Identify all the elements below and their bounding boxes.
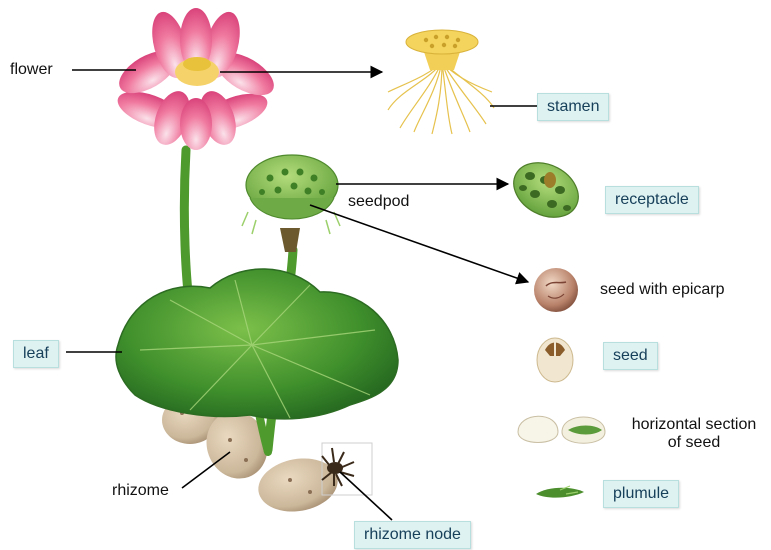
stamen-illustration bbox=[388, 30, 494, 134]
rhizome-node-leader bbox=[340, 472, 392, 520]
seed-illustration bbox=[537, 338, 573, 382]
flower-label: flower bbox=[10, 61, 53, 79]
receptacle-illustration bbox=[504, 152, 588, 228]
seedpod-label: seedpod bbox=[348, 193, 409, 211]
seedpod-illustration bbox=[242, 155, 340, 252]
flower-illustration bbox=[112, 8, 280, 150]
seed-epicarp-arrow bbox=[310, 205, 528, 282]
plumule-label: plumule bbox=[603, 480, 679, 508]
receptacle-label: receptacle bbox=[605, 186, 699, 214]
plumule-illustration bbox=[536, 486, 584, 498]
horizontal-section-label-line1: horizontal section bbox=[626, 416, 762, 434]
horizontal-section-illustration bbox=[518, 416, 605, 443]
rhizome-label: rhizome bbox=[112, 482, 169, 500]
seed-with-epicarp-label: seed with epicarp bbox=[600, 281, 725, 299]
seed-label: seed bbox=[603, 342, 658, 370]
seed-with-epicarp-illustration bbox=[534, 268, 578, 312]
leaf-illustration bbox=[116, 269, 398, 419]
horizontal-section-label: horizontal section of seed bbox=[626, 416, 762, 453]
rhizome-node-label: rhizome node bbox=[354, 521, 471, 549]
stamen-label: stamen bbox=[537, 93, 609, 121]
leaf-label: leaf bbox=[13, 340, 59, 368]
horizontal-section-label-line2: of seed bbox=[626, 434, 762, 452]
